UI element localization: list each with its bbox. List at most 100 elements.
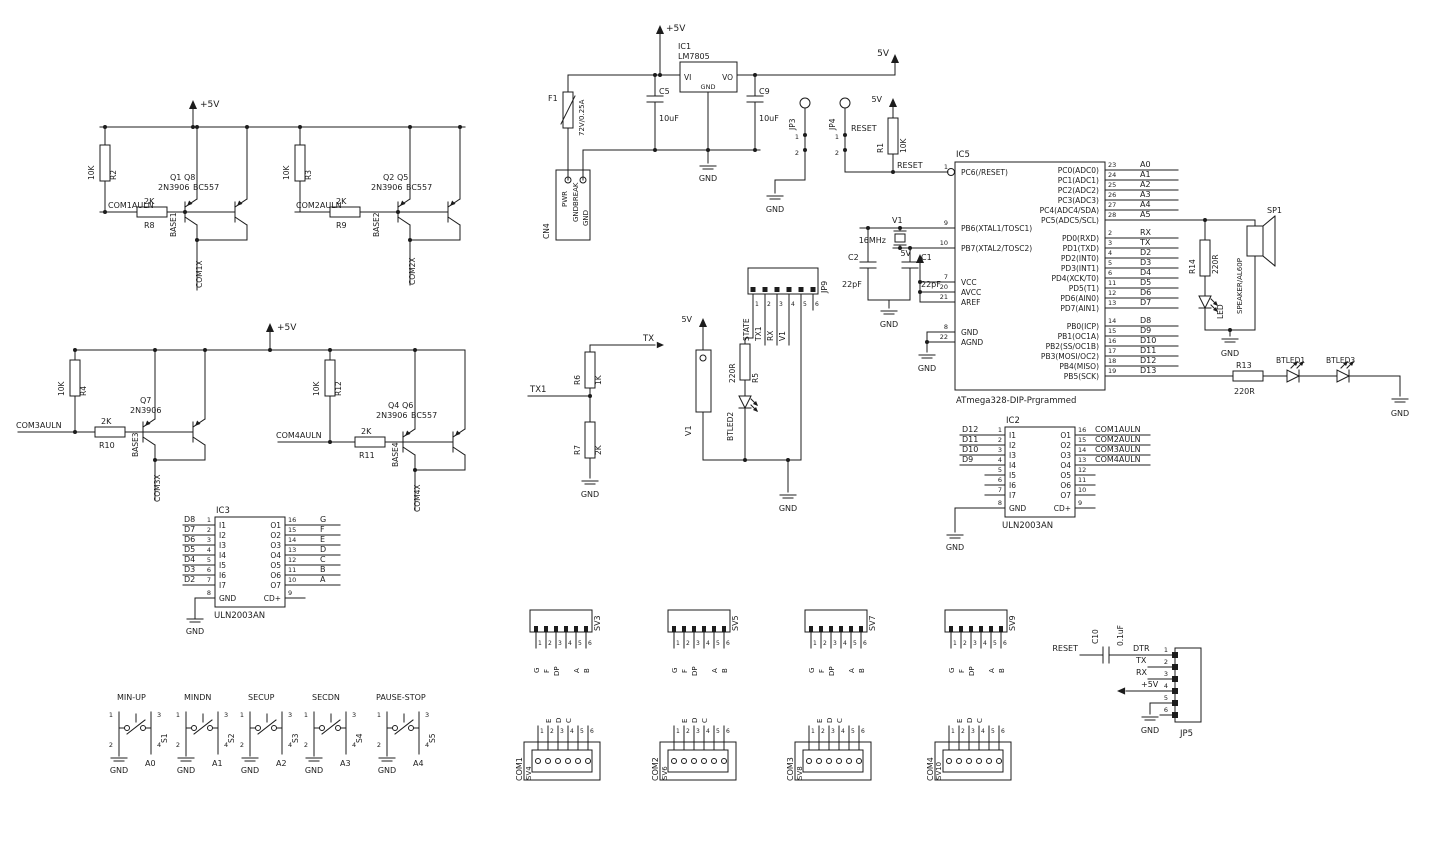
schematic-label: PC1(ADC1)	[1058, 176, 1099, 185]
schematic-label: 2K	[101, 417, 112, 426]
schematic-label: 1	[998, 426, 1002, 434]
schematic-label: GND	[1009, 504, 1026, 513]
component-outline	[944, 609, 1008, 633]
schematic-label: 4	[157, 741, 161, 749]
schematic-label: 4	[207, 546, 211, 554]
schematic-label: SP1	[1267, 206, 1282, 215]
schematic-label: GND	[701, 83, 716, 91]
schematic-label: 5V	[681, 315, 692, 324]
schematic-label: 6	[1164, 706, 1168, 714]
schematic-label: I7	[219, 581, 226, 590]
schematic-label: COM4AULN	[276, 431, 322, 440]
schematic-label: 2	[109, 741, 113, 749]
schematic-label: JP9	[820, 281, 829, 294]
schematic-label: GND	[880, 320, 898, 329]
junction-dot	[753, 148, 757, 152]
schematic-label: 6	[588, 640, 592, 647]
schematic-label: A2	[1140, 180, 1151, 189]
pin-circle	[976, 758, 982, 764]
schematic-label: S3	[291, 733, 300, 743]
schematic-label: 16	[1108, 337, 1116, 345]
schematic-label: V1	[892, 216, 903, 225]
schematic-label: SV9	[1008, 615, 1017, 631]
component-outline	[531, 749, 593, 773]
schematic-label: 4	[224, 741, 228, 749]
schematic-label: GND	[305, 766, 323, 775]
wire	[142, 436, 156, 446]
pin-pad	[786, 287, 792, 292]
junction-dot	[328, 440, 332, 444]
schematic-label: F	[320, 525, 325, 534]
schematic-label: 1	[813, 640, 817, 647]
schematic-label: D	[966, 718, 974, 723]
schematic-label: 6	[998, 476, 1002, 484]
pin-pad	[762, 287, 768, 292]
pin-pad	[702, 626, 706, 632]
schematic-label: GND	[186, 627, 204, 636]
schematic-label: 5V	[900, 249, 911, 258]
schematic-label: 4	[791, 301, 795, 308]
pin-pad	[1172, 676, 1178, 682]
schematic-label: 12	[1108, 289, 1116, 297]
schematic-label: 10K	[312, 380, 321, 396]
schematic-label: 2	[795, 149, 799, 157]
schematic-label: VO	[722, 73, 733, 82]
schematic-label: BASE1	[169, 212, 178, 237]
junction-dot	[803, 148, 807, 152]
pin-pad	[574, 626, 578, 632]
schematic-label: B	[721, 668, 729, 673]
schematic-label: V1	[684, 425, 693, 436]
schematic-label: 0.1uF	[1116, 625, 1125, 646]
schematic-label: 1	[953, 640, 957, 647]
pin-circle	[699, 354, 707, 362]
schematic-label: GND	[581, 490, 599, 499]
schematic-label: PD5(T1)	[1069, 284, 1099, 293]
schematic-label: R4	[79, 386, 88, 396]
component-outline	[695, 349, 712, 413]
pin-circle	[207, 725, 213, 731]
arrow-marker	[455, 430, 461, 436]
schematic-label: 14	[1078, 446, 1086, 454]
schematic-label: S5	[428, 733, 437, 743]
arrow-marker	[405, 430, 411, 436]
schematic-label: 4	[843, 640, 847, 647]
schematic-label: A	[320, 575, 326, 584]
component-outline	[747, 267, 819, 295]
schematic-label: 2	[686, 728, 690, 735]
schematic-label: 1	[540, 728, 544, 735]
schematic-label: O1	[270, 521, 281, 530]
schematic-label: PWR	[561, 191, 569, 207]
schematic-label: E	[816, 719, 824, 723]
schematic-label: 16	[1078, 426, 1086, 434]
pin-circle	[579, 176, 587, 184]
junction-dot	[183, 210, 187, 214]
schematic-label: PB2(SS/OC1B)	[1046, 342, 1099, 351]
junction-dot	[898, 246, 902, 250]
schematic-label: 4	[841, 728, 845, 735]
pin-circle	[846, 758, 852, 764]
schematic-label: 4	[1164, 682, 1168, 690]
schematic-label: GND	[779, 504, 797, 513]
pin-pad	[849, 626, 853, 632]
component-outline	[659, 741, 737, 781]
schematic-label: O6	[1060, 481, 1071, 490]
pin-pad	[959, 626, 963, 632]
schematic-label: A	[988, 668, 996, 673]
schematic-label: PC5(ADC5/SCL)	[1041, 216, 1099, 225]
arrow-marker	[916, 254, 924, 263]
schematic-label: PD2(INT0)	[1061, 254, 1099, 263]
schematic-label: JP4	[828, 118, 837, 131]
junction-dot	[843, 133, 847, 137]
pin-circle	[839, 97, 851, 109]
schematic-label: +5V	[1141, 680, 1159, 689]
schematic-label: D5	[1140, 278, 1151, 287]
schematic-label: PD1(TXD)	[1063, 244, 1099, 253]
schematic-label: TX	[1135, 656, 1147, 665]
schematic-label: DP	[828, 666, 836, 676]
component-outline	[354, 436, 386, 448]
schematic-label: PD0(RXD)	[1062, 234, 1099, 243]
pin-circle	[408, 725, 414, 731]
schematic-label: O5	[270, 561, 281, 570]
schematic-label: MINDN	[184, 693, 211, 702]
component-outline	[529, 609, 593, 633]
